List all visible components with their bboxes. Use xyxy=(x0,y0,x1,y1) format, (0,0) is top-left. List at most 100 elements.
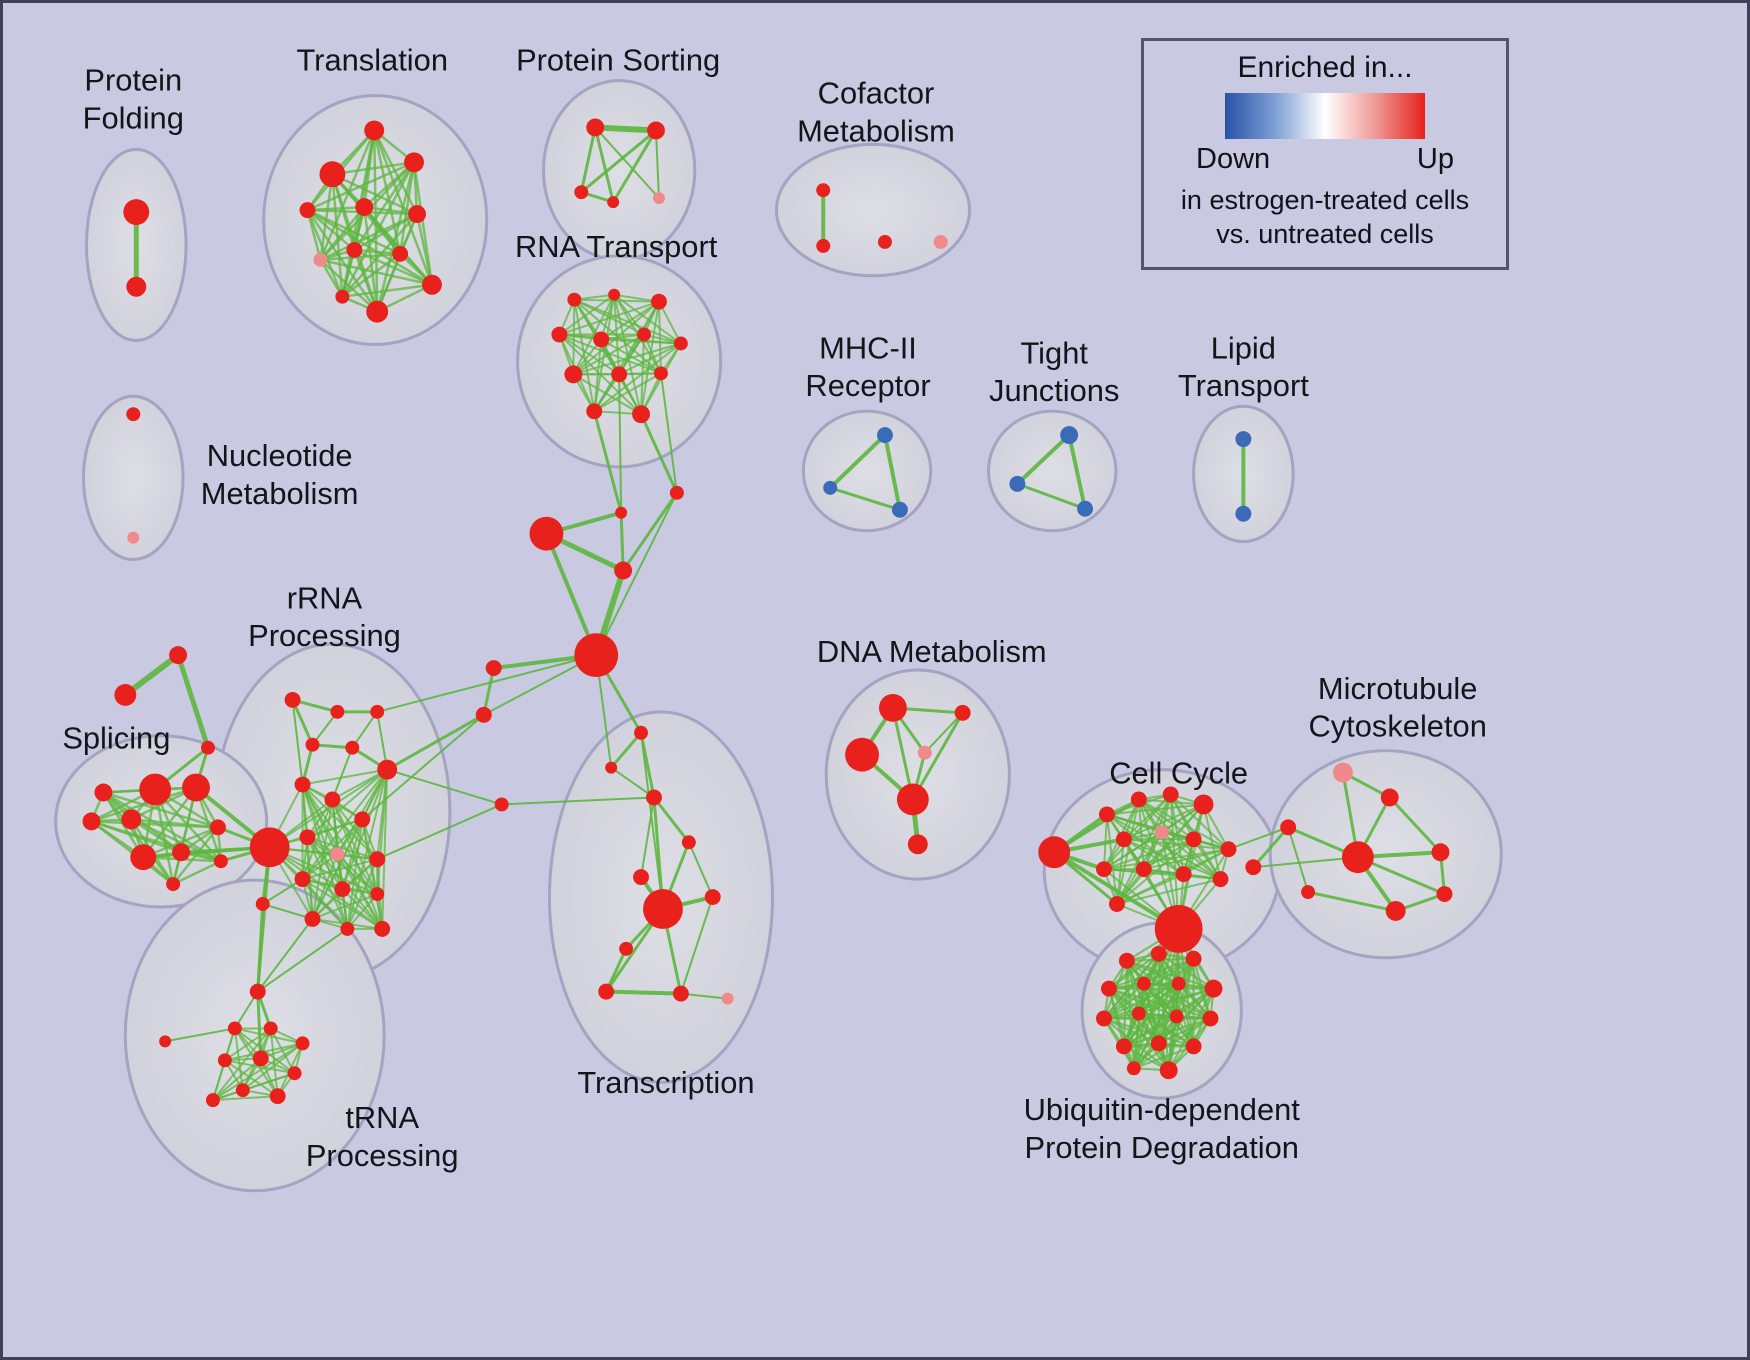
network-node[interactable] xyxy=(1150,945,1167,962)
network-node[interactable] xyxy=(377,759,398,780)
network-node[interactable] xyxy=(263,1021,278,1036)
network-node[interactable] xyxy=(1115,831,1132,848)
network-node[interactable] xyxy=(564,365,583,384)
network-node[interactable] xyxy=(127,531,140,544)
network-node[interactable] xyxy=(330,704,345,719)
network-node[interactable] xyxy=(647,121,665,140)
network-node[interactable] xyxy=(408,205,426,224)
network-node[interactable] xyxy=(653,366,668,381)
network-node[interactable] xyxy=(494,797,509,812)
network-node[interactable] xyxy=(1131,1006,1146,1021)
network-node[interactable] xyxy=(586,118,605,137)
network-node[interactable] xyxy=(529,516,564,551)
network-node[interactable] xyxy=(249,827,290,868)
network-node[interactable] xyxy=(94,783,113,802)
network-node[interactable] xyxy=(1301,885,1316,900)
network-node[interactable] xyxy=(643,889,683,929)
network-node[interactable] xyxy=(1280,819,1297,836)
network-node[interactable] xyxy=(255,897,270,911)
network-node[interactable] xyxy=(1060,426,1079,445)
network-node[interactable] xyxy=(646,789,662,806)
network-node[interactable] xyxy=(574,185,589,200)
network-node[interactable] xyxy=(404,152,424,173)
network-node[interactable] xyxy=(330,847,345,862)
network-node[interactable] xyxy=(593,331,610,348)
network-node[interactable] xyxy=(287,1066,302,1081)
network-node[interactable] xyxy=(235,1083,250,1098)
network-node[interactable] xyxy=(304,910,321,927)
network-node[interactable] xyxy=(1385,901,1406,921)
network-node[interactable] xyxy=(598,983,615,1000)
network-node[interactable] xyxy=(933,234,948,249)
network-node[interactable] xyxy=(1169,1009,1184,1024)
network-node[interactable] xyxy=(366,300,389,323)
network-node[interactable] xyxy=(213,854,228,869)
network-node[interactable] xyxy=(721,992,734,1005)
network-node[interactable] xyxy=(1108,896,1125,912)
network-node[interactable] xyxy=(1115,1038,1132,1055)
network-node[interactable] xyxy=(1235,505,1252,522)
network-node[interactable] xyxy=(1096,861,1112,878)
network-node[interactable] xyxy=(1204,979,1223,998)
network-node[interactable] xyxy=(632,405,650,424)
network-node[interactable] xyxy=(1077,500,1094,517)
network-node[interactable] xyxy=(1193,794,1214,815)
network-node[interactable] xyxy=(611,366,628,383)
network-node[interactable] xyxy=(574,633,619,678)
network-node[interactable] xyxy=(1431,843,1450,862)
network-node[interactable] xyxy=(954,704,971,721)
network-node[interactable] xyxy=(200,740,215,755)
network-node[interactable] xyxy=(1245,859,1262,876)
network-node[interactable] xyxy=(704,889,721,906)
network-node[interactable] xyxy=(1154,825,1169,840)
network-node[interactable] xyxy=(878,693,907,722)
network-node[interactable] xyxy=(608,288,621,301)
network-node[interactable] xyxy=(673,336,688,351)
network-node[interactable] xyxy=(126,276,147,297)
network-node[interactable] xyxy=(586,403,603,420)
network-node[interactable] xyxy=(876,427,893,444)
network-node[interactable] xyxy=(1341,841,1374,874)
network-node[interactable] xyxy=(139,773,172,806)
network-node[interactable] xyxy=(1235,431,1252,448)
network-node[interactable] xyxy=(1009,475,1026,492)
network-node[interactable] xyxy=(816,238,831,253)
network-node[interactable] xyxy=(355,198,374,217)
network-node[interactable] xyxy=(324,791,341,808)
network-node[interactable] xyxy=(1162,786,1179,803)
network-node[interactable] xyxy=(607,196,620,209)
network-node[interactable] xyxy=(681,835,696,850)
network-node[interactable] xyxy=(123,199,150,226)
network-node[interactable] xyxy=(130,844,157,871)
network-node[interactable] xyxy=(614,561,633,580)
network-node[interactable] xyxy=(1100,980,1117,997)
network-node[interactable] xyxy=(252,1050,269,1067)
network-node[interactable] xyxy=(1136,976,1151,991)
network-node[interactable] xyxy=(209,819,226,836)
network-node[interactable] xyxy=(1126,1061,1141,1076)
network-node[interactable] xyxy=(284,691,301,708)
network-node[interactable] xyxy=(672,985,689,1002)
network-node[interactable] xyxy=(1185,831,1202,848)
network-node[interactable] xyxy=(845,737,879,772)
network-node[interactable] xyxy=(1380,788,1399,807)
network-node[interactable] xyxy=(896,783,929,816)
network-node[interactable] xyxy=(354,811,371,828)
network-node[interactable] xyxy=(1154,905,1203,953)
network-node[interactable] xyxy=(227,1021,242,1036)
network-node[interactable] xyxy=(334,881,351,898)
network-node[interactable] xyxy=(370,704,385,719)
network-node[interactable] xyxy=(1135,861,1152,878)
network-node[interactable] xyxy=(114,683,137,706)
network-node[interactable] xyxy=(374,920,391,937)
network-node[interactable] xyxy=(891,501,908,518)
network-node[interactable] xyxy=(917,745,932,760)
network-node[interactable] xyxy=(1220,841,1237,858)
network-node[interactable] xyxy=(619,941,634,956)
network-node[interactable] xyxy=(1171,976,1186,991)
network-node[interactable] xyxy=(634,725,649,740)
network-node[interactable] xyxy=(1185,1038,1202,1055)
network-node[interactable] xyxy=(205,1093,220,1108)
network-node[interactable] xyxy=(633,869,650,886)
network-node[interactable] xyxy=(1118,952,1135,969)
